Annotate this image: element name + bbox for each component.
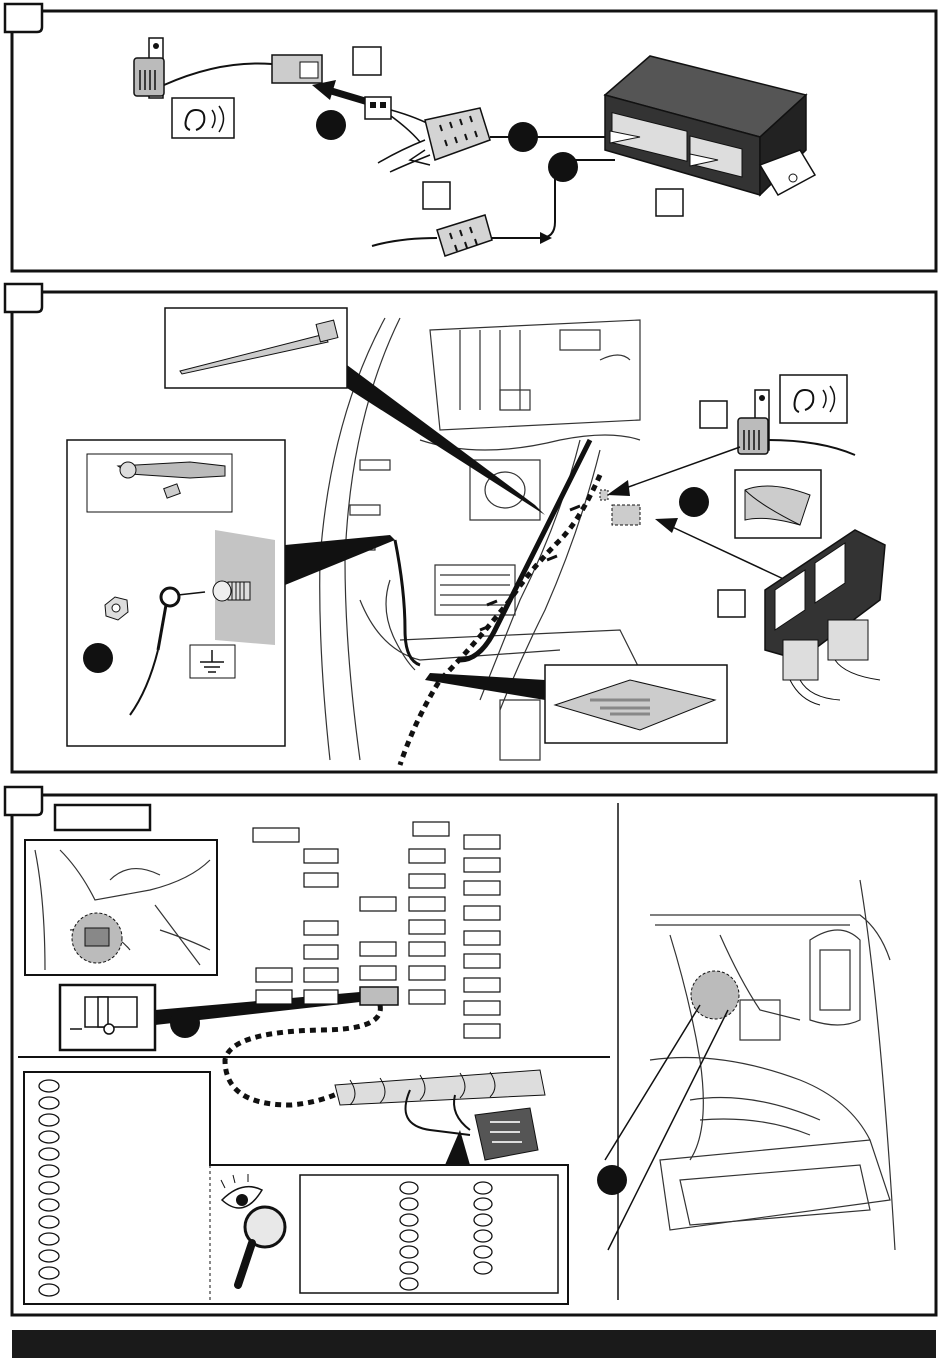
fuse — [360, 966, 396, 980]
panel-step-1 — [5, 4, 936, 271]
fuse — [409, 849, 445, 863]
highlighted-fuse — [360, 987, 398, 1005]
fuse — [304, 945, 338, 959]
fuse — [464, 835, 500, 849]
callout-box-e — [718, 590, 745, 617]
callout-dot-5 — [679, 487, 709, 517]
fuse — [304, 873, 338, 887]
fuse — [464, 931, 500, 945]
fuse — [360, 897, 396, 911]
fuse — [409, 942, 445, 956]
fuse — [409, 990, 445, 1004]
fuse — [256, 968, 292, 982]
fuse — [464, 906, 500, 920]
callout-box-c — [656, 189, 683, 216]
dashboard-location-thumbnail — [25, 840, 217, 975]
ear-sound-icon — [172, 98, 234, 138]
fuse-box-icon — [60, 985, 155, 1050]
wire-pinout-table — [300, 1175, 558, 1293]
panel-1-number-tab — [5, 4, 42, 32]
fuse — [464, 1024, 500, 1038]
connector-plug-icon — [272, 55, 322, 83]
callout-dot-3 — [548, 152, 578, 182]
module-mount-location — [612, 505, 640, 525]
fuse — [464, 881, 500, 895]
ear-sound-icon — [780, 375, 847, 423]
panel-3-number-tab — [5, 787, 42, 815]
rear-location-highlight — [691, 971, 739, 1019]
fuse — [409, 874, 445, 888]
callout-dot-4 — [83, 643, 113, 673]
ground-symbol-icon — [190, 645, 235, 678]
small-plug-icon — [365, 97, 391, 119]
callout-box-b — [423, 182, 450, 209]
panel-step-2 — [5, 284, 936, 772]
callout-box-a — [353, 47, 381, 75]
fuse — [409, 897, 445, 911]
cable-tie-callout — [165, 308, 347, 388]
adhesive-pad-callout — [545, 665, 727, 743]
connector-plug-icon — [475, 1108, 538, 1160]
panel-step-3 — [5, 787, 936, 1315]
bolt-icon — [213, 581, 250, 601]
fuse — [253, 828, 299, 842]
callout-dot-6 — [170, 1008, 200, 1038]
fuse — [409, 966, 445, 980]
fuse — [464, 978, 500, 992]
fuse — [360, 942, 396, 956]
fuse — [304, 990, 338, 1004]
callout-box-d — [700, 401, 727, 428]
fuse — [413, 822, 449, 836]
fuse-box-label-tab — [55, 805, 150, 830]
fuse — [464, 1001, 500, 1015]
callout-dot-1 — [316, 110, 346, 140]
ratchet-wrench-icon — [87, 454, 232, 512]
fuse — [464, 858, 500, 872]
buzzer-mount-location — [600, 490, 608, 500]
fuse — [304, 968, 338, 982]
fuse — [304, 921, 338, 935]
callout-dot-7 — [597, 1165, 627, 1195]
fuse — [409, 920, 445, 934]
ground-callout — [67, 440, 285, 746]
footer-bar — [12, 1330, 936, 1358]
foam-tape-icon — [735, 470, 821, 538]
panel-2-number-tab — [5, 284, 42, 312]
fuse — [464, 954, 500, 968]
fuse — [256, 990, 292, 1004]
fuse — [304, 849, 338, 863]
